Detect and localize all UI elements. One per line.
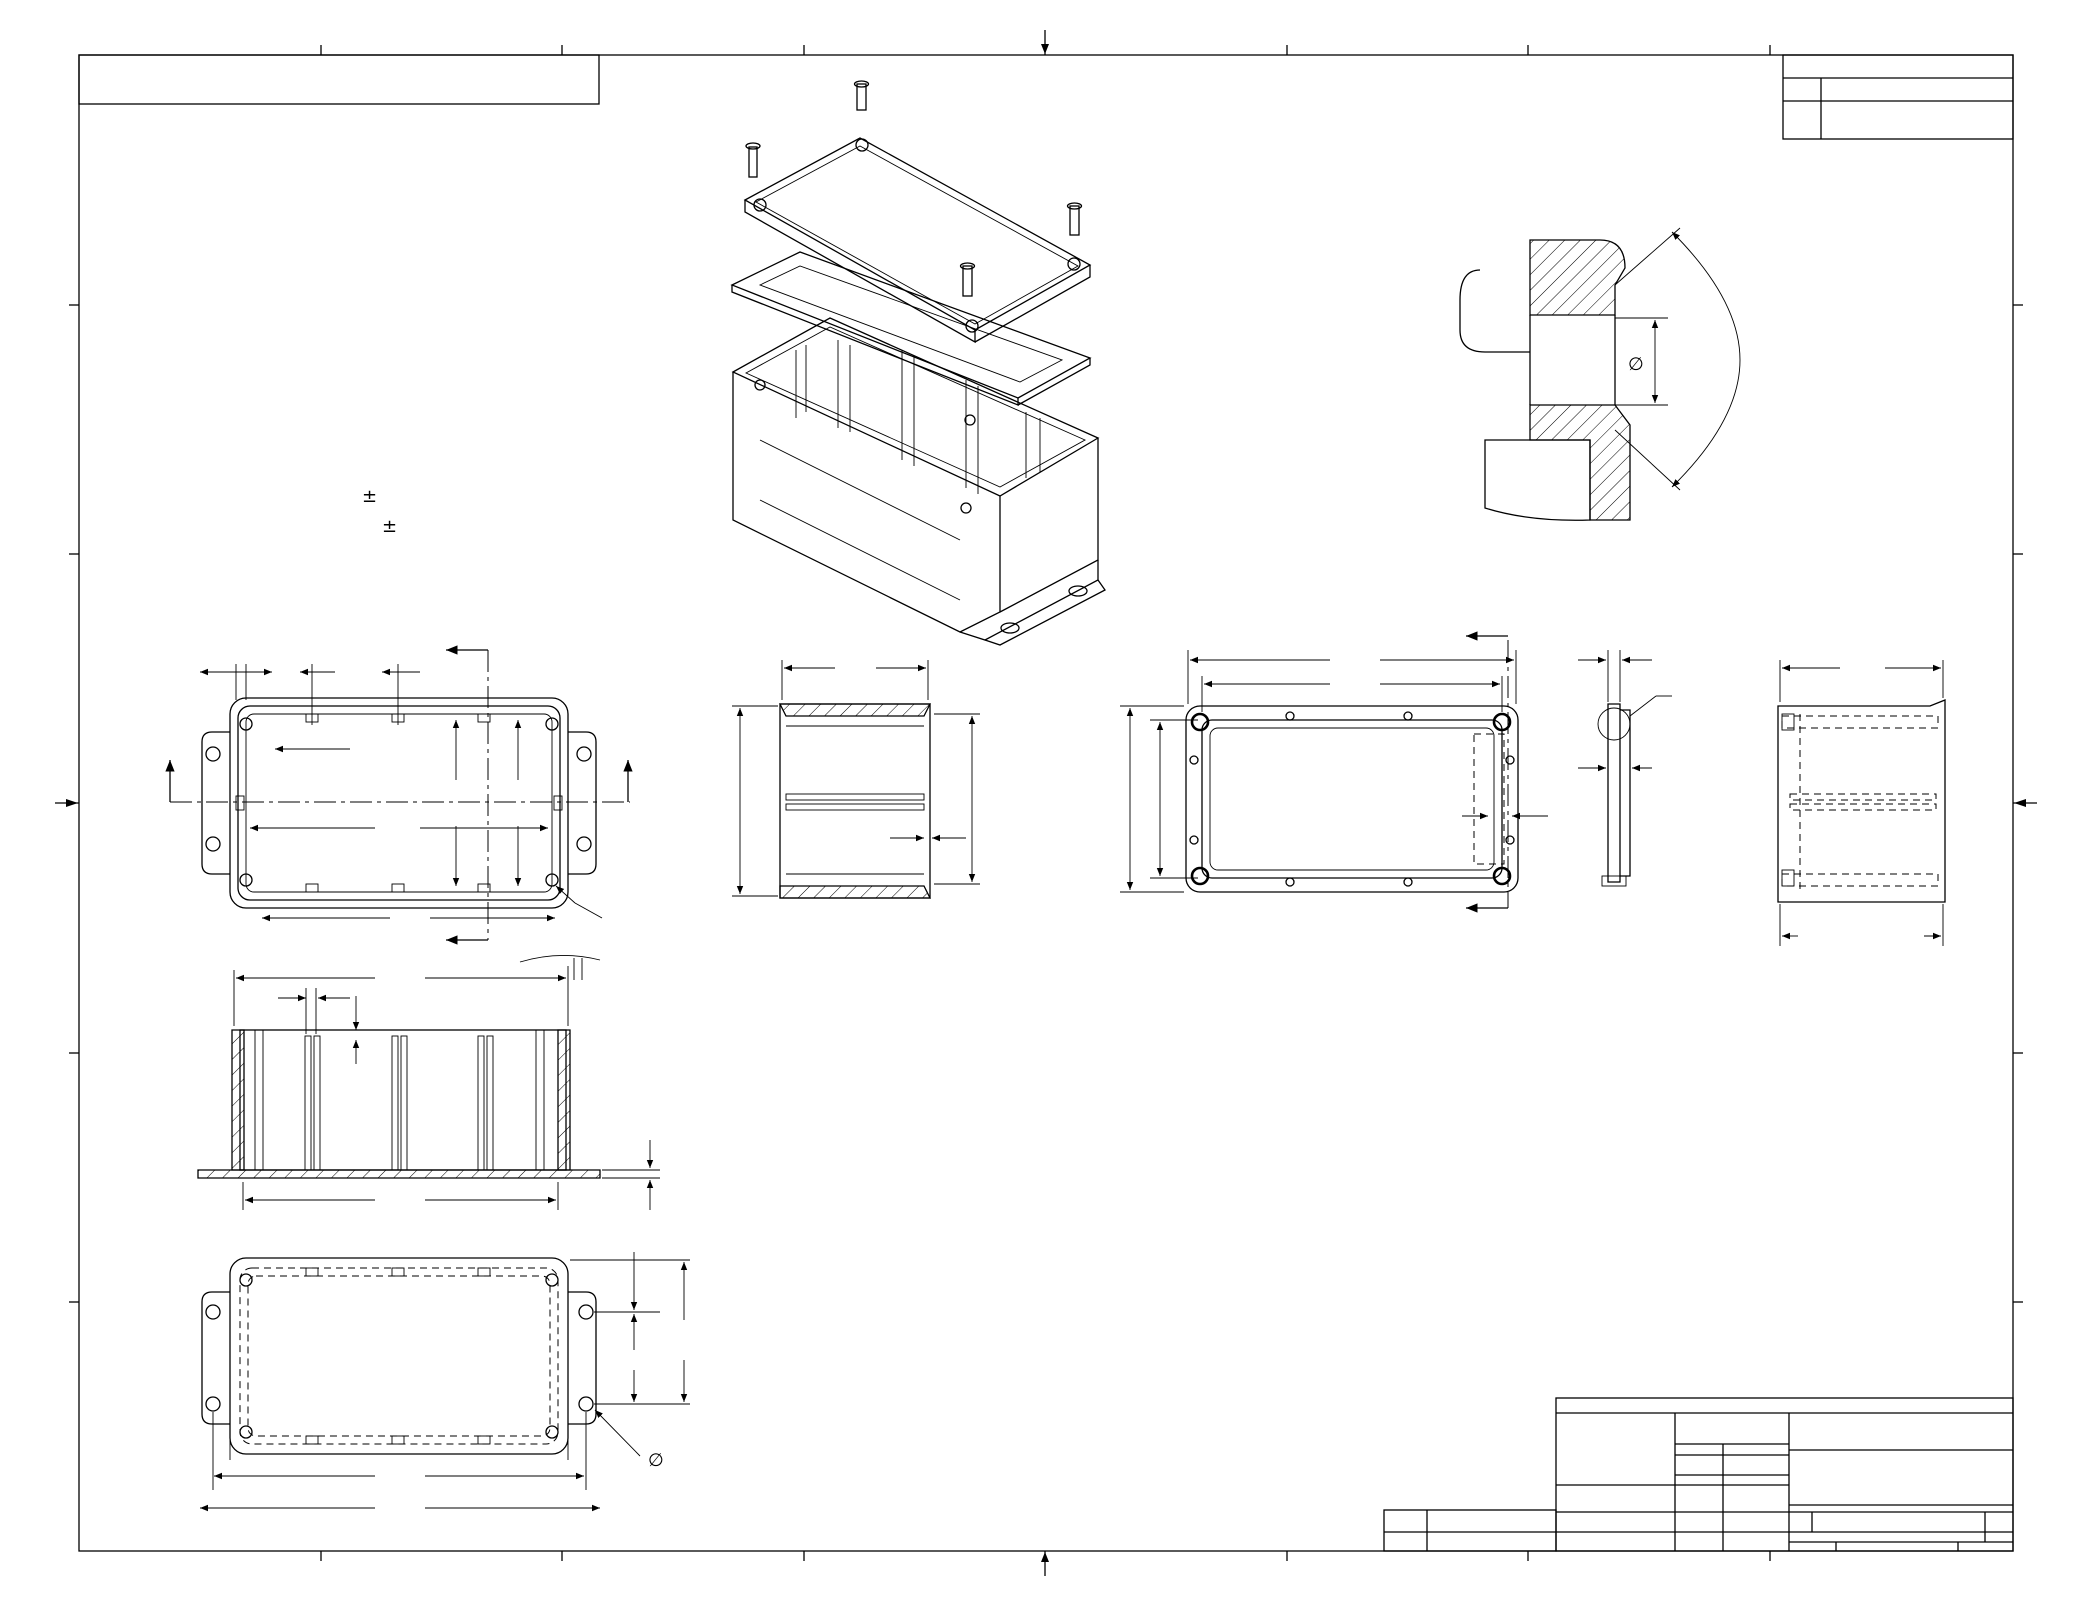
bottom-view: ∅ (200, 1252, 690, 1512)
screw-1 (853, 80, 870, 111)
section-view-a (732, 660, 980, 899)
lid-side-section (1578, 650, 1672, 887)
lid-top-view (1120, 631, 1548, 913)
tolerance-symbol-2: ± (382, 516, 397, 537)
screw-2 (745, 142, 761, 178)
screw-3 (1066, 202, 1083, 236)
centering-mark-top (1041, 30, 1049, 55)
centering-mark-bottom (1041, 1551, 1049, 1576)
bottom-view-diameter-symbol: ∅ (648, 1450, 664, 1471)
top-view (165, 645, 633, 945)
front-section-view (197, 955, 660, 1210)
detail-diameter-symbol: ∅ (1628, 354, 1644, 375)
lid (743, 137, 1092, 344)
title-block (1383, 1397, 2014, 1552)
detail-view: ∅ (1459, 227, 1741, 521)
end-view (1777, 660, 1946, 946)
top-left-note-box (78, 54, 600, 105)
tolerance-notes: ± ± (362, 486, 397, 537)
sheet-border (55, 30, 2037, 1576)
screw-4 (959, 262, 976, 297)
centering-mark-left (55, 799, 79, 807)
box-body (731, 317, 1106, 646)
isometric-exploded-view (730, 80, 1106, 646)
gasket (730, 251, 1092, 406)
revision-block (1782, 54, 2014, 140)
tolerance-symbol-1: ± (362, 486, 377, 507)
centering-mark-right (2013, 799, 2037, 807)
